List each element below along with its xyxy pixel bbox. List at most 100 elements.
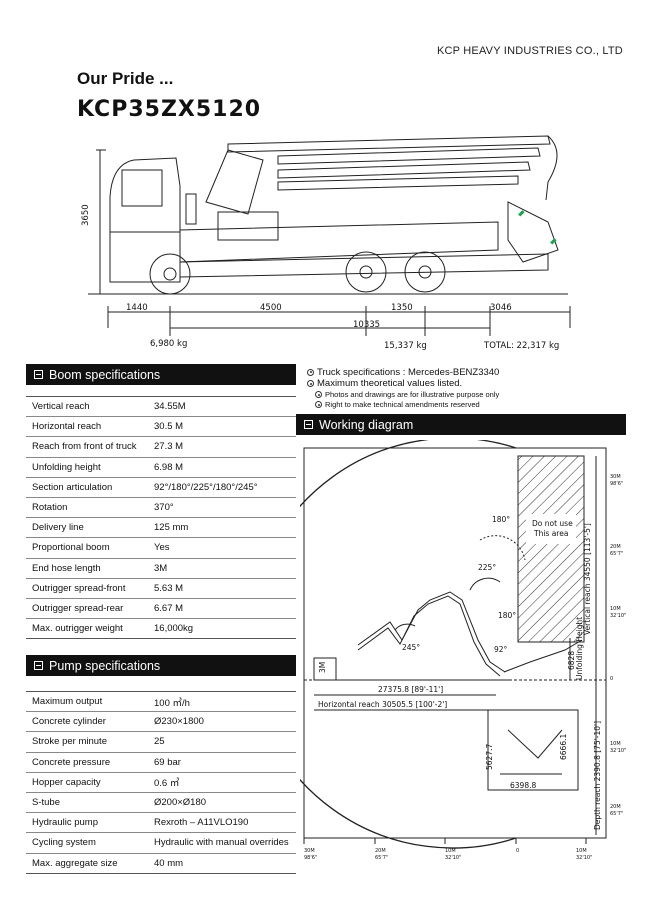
bottom-tick-m: 10M <box>576 848 587 854</box>
pump-spec-header: Pump specifications <box>26 655 296 676</box>
spec-value: Ø230×1800 <box>148 711 296 733</box>
spec-value: 0.6 ㎥ <box>148 772 296 793</box>
bottom-tick-ft: 32'10" <box>576 855 592 861</box>
spec-key: Section articulation <box>26 477 148 498</box>
height-dim: 3650 <box>81 204 91 226</box>
inset-dim-3: 6666.1 <box>559 734 568 760</box>
unfolding-value: 6828 <box>567 651 576 670</box>
spec-value: 6.98 M <box>148 457 296 478</box>
inset-dim-2: 6398.8 <box>510 781 536 790</box>
right-tick-ft: 32'10" <box>610 748 626 754</box>
angle-225: 225° <box>478 563 496 572</box>
spec-key: Horizontal reach <box>26 416 148 438</box>
no-use-label-1: Do not use <box>532 519 573 528</box>
right-tick-m: 0 <box>610 676 613 682</box>
spec-key: Max. aggregate size <box>26 853 148 874</box>
working-diagram: Do not use This area 180° 225° 180° 245°… <box>300 440 626 861</box>
right-tick-ft: 98'6" <box>610 481 623 487</box>
right-tick-m: 20M <box>610 804 621 810</box>
dim-4: 3046 <box>490 303 512 313</box>
horizontal-reach-label: Horizontal reach 30505.5 [100'-2'] <box>318 700 447 709</box>
spec-value: Hydraulic with manual overrides <box>148 832 296 854</box>
bullet-icon <box>315 391 322 399</box>
spec-key: Concrete cylinder <box>26 711 148 733</box>
spec-value: 40 mm <box>148 853 296 874</box>
spec-value: Rexroth – A11VLO190 <box>148 812 296 834</box>
spec-key: Outrigger spread-rear <box>26 598 148 620</box>
spec-key: S-tube <box>26 792 148 814</box>
spec-key: Outrigger spread-front <box>26 578 148 599</box>
bullet-icon <box>307 380 314 388</box>
spec-value: 92°/180°/225°/180°/245° <box>148 477 296 498</box>
unfolding-label: Unfolding Height <box>575 617 584 680</box>
spec-key: Vertical reach <box>26 395 148 418</box>
truck-drawing: 3650 1440 4500 1350 3046 10335 6,980 kg … <box>81 135 571 351</box>
spec-value: 100 ㎥/h <box>148 690 296 713</box>
spec-key: Maximum output <box>26 690 148 713</box>
spec-value: 125 mm <box>148 517 296 539</box>
working-diagram-header: Working diagram <box>296 414 626 435</box>
spec-key: Max. outrigger weight <box>26 618 148 640</box>
spec-value: 5.63 M <box>148 578 296 599</box>
bottom-tick-m: 30M <box>304 848 315 854</box>
notes: Truck specifications : Mercedes-BENZ3340… <box>307 367 499 410</box>
angle-180-top: 180° <box>492 515 510 524</box>
spec-key: Proportional boom <box>26 537 148 559</box>
weight-total: TOTAL: 22,317 kg <box>483 341 559 351</box>
bottom-tick-m: 0 <box>516 848 519 854</box>
boom-spec-header: Boom specifications <box>26 364 296 385</box>
right-tick-m: 10M <box>610 606 621 612</box>
spec-key: Reach from front of truck <box>26 436 148 458</box>
spec-key: Hopper capacity <box>26 772 148 793</box>
spec-key: Hydraulic pump <box>26 812 148 834</box>
spec-value: 3M <box>148 558 296 579</box>
spec-key: Concrete pressure <box>26 752 148 773</box>
minus-box-icon <box>34 661 43 670</box>
right-tick-m: 30M <box>610 474 621 480</box>
dim-3: 1350 <box>391 303 413 313</box>
minus-box-icon <box>304 420 313 429</box>
vertical-reach-label: Vertical reach 34550 [113'-5'] <box>583 523 592 635</box>
heading: Our Pride ... <box>77 69 174 88</box>
hose-label: 3M <box>318 662 327 673</box>
spec-value: 25 <box>148 731 296 753</box>
spec-value: Ø200×Ø180 <box>148 792 296 814</box>
no-use-label-2: This area <box>533 529 568 538</box>
total-length: 10335 <box>353 320 380 330</box>
spec-value: 370° <box>148 497 296 519</box>
spec-value: 30.5 M <box>148 416 296 438</box>
model-name: KCP35ZX5120 <box>77 97 262 122</box>
bottom-tick-ft: 98'6" <box>304 855 317 861</box>
inset-dim-1: 5627.7 <box>485 744 494 770</box>
spec-value: 6.67 M <box>148 598 296 620</box>
weight-rear: 15,337 kg <box>384 341 427 351</box>
bottom-tick-m: 10M <box>445 848 456 854</box>
spec-value: 27.3 M <box>148 436 296 458</box>
bullet-icon <box>307 368 314 376</box>
bottom-tick-m: 20M <box>375 848 386 854</box>
bullet-icon <box>315 401 322 409</box>
right-tick-m: 10M <box>610 741 621 747</box>
depth-reach-label: Depth reach 2390.8 [75'-10'] <box>593 721 602 830</box>
spec-key: Unfolding height <box>26 457 148 478</box>
spec-value: 16,000kg <box>148 618 296 640</box>
right-tick-m: 20M <box>610 544 621 550</box>
reach-front-label: 27375.8 [89'-11'] <box>378 685 443 694</box>
company-name: KCP HEAVY INDUSTRIES CO., LTD <box>437 45 623 57</box>
